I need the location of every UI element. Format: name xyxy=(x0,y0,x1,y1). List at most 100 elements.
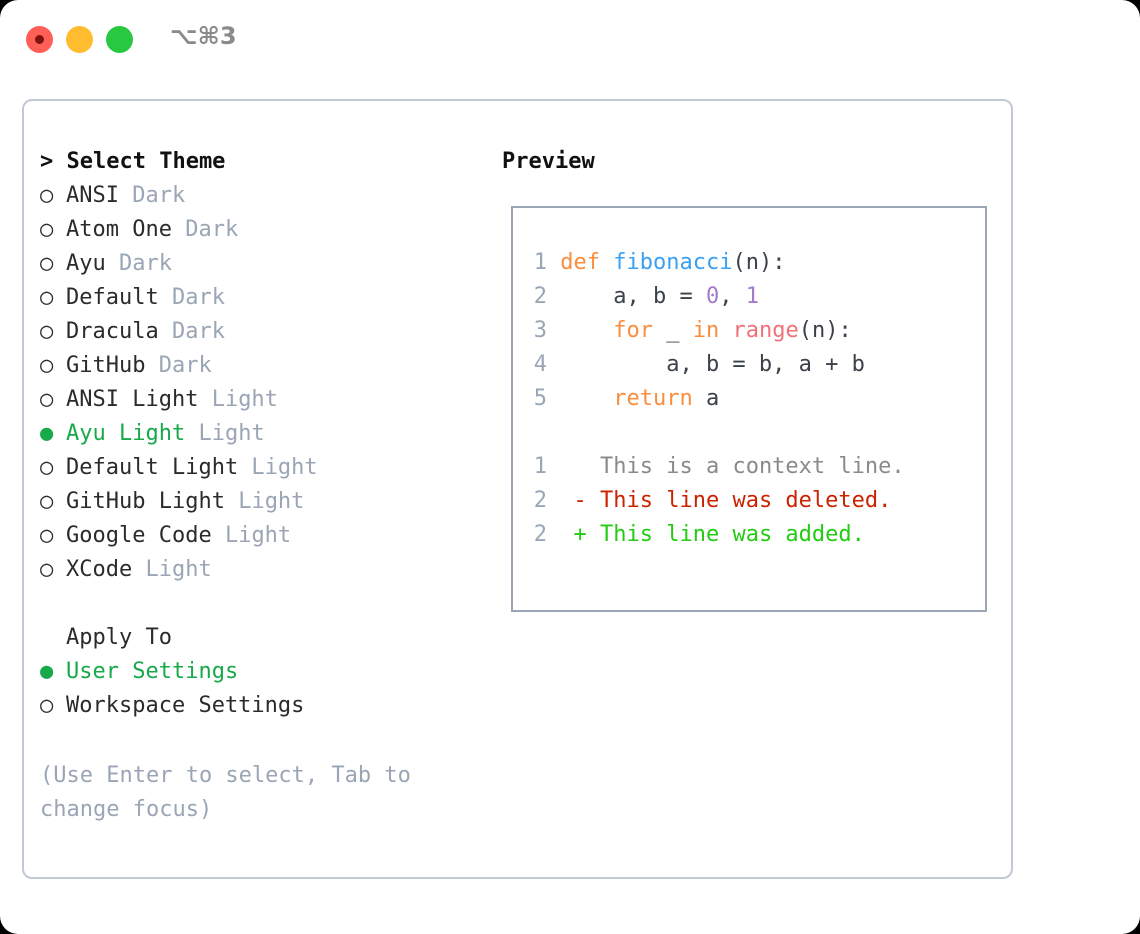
theme-list-item[interactable]: ○Default Light Light xyxy=(40,451,490,485)
theme-list-item[interactable]: ○ Google Code Light xyxy=(40,519,490,553)
theme-selection-panel: > Select Theme ○ANSI Dark○Atom One Dark○… xyxy=(40,145,490,827)
line-number: 2 xyxy=(533,522,547,547)
code-line: 3 for _ in range(n): xyxy=(513,314,985,348)
theme-list-item[interactable]: ○ ANSI Dark xyxy=(40,179,490,213)
theme-variant-tag: Light xyxy=(211,523,292,548)
minimize-button[interactable] xyxy=(66,26,93,53)
diff-text: This is a context line. xyxy=(600,454,905,479)
radio-selected-icon[interactable]: ● xyxy=(40,659,54,684)
line-number: 3 xyxy=(533,318,547,343)
theme-list-item[interactable]: ○Default Dark xyxy=(40,281,490,315)
diff-text: This line was deleted. xyxy=(600,488,892,513)
keyboard-shortcut-label: ⌥⌘3 xyxy=(170,22,237,50)
apply-to-item[interactable]: ● User Settings xyxy=(40,655,490,689)
theme-name-label: Google Code xyxy=(66,523,212,548)
code-token-num: 1 xyxy=(745,284,759,309)
radio-selected-icon[interactable]: ● xyxy=(40,421,54,446)
radio-unselected-icon[interactable]: ○ xyxy=(40,387,54,412)
code-token-call: range xyxy=(732,318,799,343)
code-token-kw: return xyxy=(613,386,693,411)
radio-unselected-icon[interactable]: ○ xyxy=(40,489,54,514)
select-theme-heading: > Select Theme xyxy=(40,149,226,174)
radio-unselected-icon[interactable]: ○ xyxy=(40,285,54,310)
theme-name-label: XCode xyxy=(66,557,133,582)
theme-name-label: Default xyxy=(66,285,159,310)
theme-variant-tag: Dark xyxy=(171,217,239,242)
code-token-kw: in xyxy=(692,318,720,343)
theme-variant-tag: Dark xyxy=(118,183,186,208)
theme-name-label: ANSI Light xyxy=(66,387,199,412)
theme-list-item[interactable]: ○ Atom One Dark xyxy=(40,213,490,247)
code-token-txt: a, b = xyxy=(560,284,706,309)
theme-name-label: Atom One xyxy=(66,217,172,242)
apply-to-heading: Apply To xyxy=(40,621,490,655)
theme-name-label: ANSI xyxy=(66,183,119,208)
code-token-num: 0 xyxy=(705,284,720,309)
diff-line: 1 This is a context line. xyxy=(513,450,985,484)
theme-variant-tag: Light xyxy=(224,489,305,514)
radio-unselected-icon[interactable]: ○ xyxy=(40,217,54,242)
radio-unselected-icon[interactable]: ○ xyxy=(40,183,54,208)
theme-variant-tag: Dark xyxy=(105,251,172,276)
code-token-txt xyxy=(560,318,613,343)
apply-to-label: User Settings xyxy=(66,659,239,684)
theme-name-label: Ayu xyxy=(66,251,106,276)
radio-unselected-icon[interactable]: ○ xyxy=(40,251,54,276)
code-token-txt xyxy=(719,318,732,343)
diff-sign: + xyxy=(573,522,600,547)
apply-to-indent xyxy=(40,621,66,655)
keyboard-hint-text: (Use Enter to select, Tab to change focu… xyxy=(40,763,411,822)
theme-picker-card: > Select Theme ○ANSI Dark○Atom One Dark○… xyxy=(22,99,1013,879)
radio-unselected-icon[interactable]: ○ xyxy=(40,319,54,344)
theme-variant-tag: Light xyxy=(198,387,278,412)
line-number: 1 xyxy=(533,454,547,479)
line-number: 4 xyxy=(533,352,547,377)
code-token-kw: for xyxy=(613,318,653,343)
code-token-fn: fibonacci xyxy=(613,250,733,275)
line-number: 1 xyxy=(533,250,547,275)
code-line: 4 a, b = b, a + b xyxy=(513,348,985,382)
code-token-txt: a, b = b, a + b xyxy=(560,352,865,377)
line-number: 2 xyxy=(533,488,547,513)
maximize-button[interactable] xyxy=(106,26,133,53)
radio-unselected-icon[interactable]: ○ xyxy=(40,557,54,582)
theme-variant-tag: Dark xyxy=(145,353,212,378)
diff-line: 2 - This line was deleted. xyxy=(513,484,985,518)
title-bar: ⌥⌘3 xyxy=(0,0,1140,78)
theme-variant-tag: Light xyxy=(238,455,318,480)
theme-list-item[interactable]: ●Ayu Light Light xyxy=(40,417,490,451)
theme-list-item[interactable]: ○ ANSI Light Light xyxy=(40,383,490,417)
theme-variant-tag: Light xyxy=(185,421,265,446)
radio-unselected-icon[interactable]: ○ xyxy=(40,523,54,548)
code-line: 5 return a xyxy=(513,382,985,416)
apply-to-label: Workspace Settings xyxy=(66,693,305,718)
code-token-txt xyxy=(560,386,613,411)
theme-list-item[interactable]: ○ Ayu Dark xyxy=(40,247,490,281)
code-token-txt: (n): xyxy=(798,318,852,343)
code-line: 2 a, b = 0, 1 xyxy=(513,280,985,314)
panel-spacer xyxy=(40,587,490,621)
hint-spacer xyxy=(40,723,490,757)
code-token-kw: def xyxy=(560,250,614,275)
radio-unselected-icon[interactable]: ○ xyxy=(40,353,54,378)
radio-unselected-icon[interactable]: ○ xyxy=(40,693,54,718)
preview-heading: Preview xyxy=(502,149,595,174)
theme-variant-tag: Light xyxy=(132,557,212,582)
diff-sample: 1 This is a context line.2 - This line w… xyxy=(513,450,985,552)
theme-name-label: GitHub Light xyxy=(66,489,225,514)
apply-to-item[interactable]: ○ Workspace Settings xyxy=(40,689,490,723)
theme-name-label: GitHub xyxy=(66,353,146,378)
radio-unselected-icon[interactable]: ○ xyxy=(40,455,54,480)
code-token-txt: _ xyxy=(652,318,693,343)
theme-list-item[interactable]: ○ GitHub Light Light xyxy=(40,485,490,519)
theme-name-label: Dracula xyxy=(66,319,159,344)
close-button[interactable] xyxy=(26,26,53,53)
apply-to-heading-label: Apply To xyxy=(66,625,172,650)
theme-list-item[interactable]: ○ XCode Light xyxy=(40,553,490,587)
theme-list-item[interactable]: ○Dracula Dark xyxy=(40,315,490,349)
close-icon xyxy=(35,35,44,44)
theme-list-item[interactable]: ○ GitHub Dark xyxy=(40,349,490,383)
